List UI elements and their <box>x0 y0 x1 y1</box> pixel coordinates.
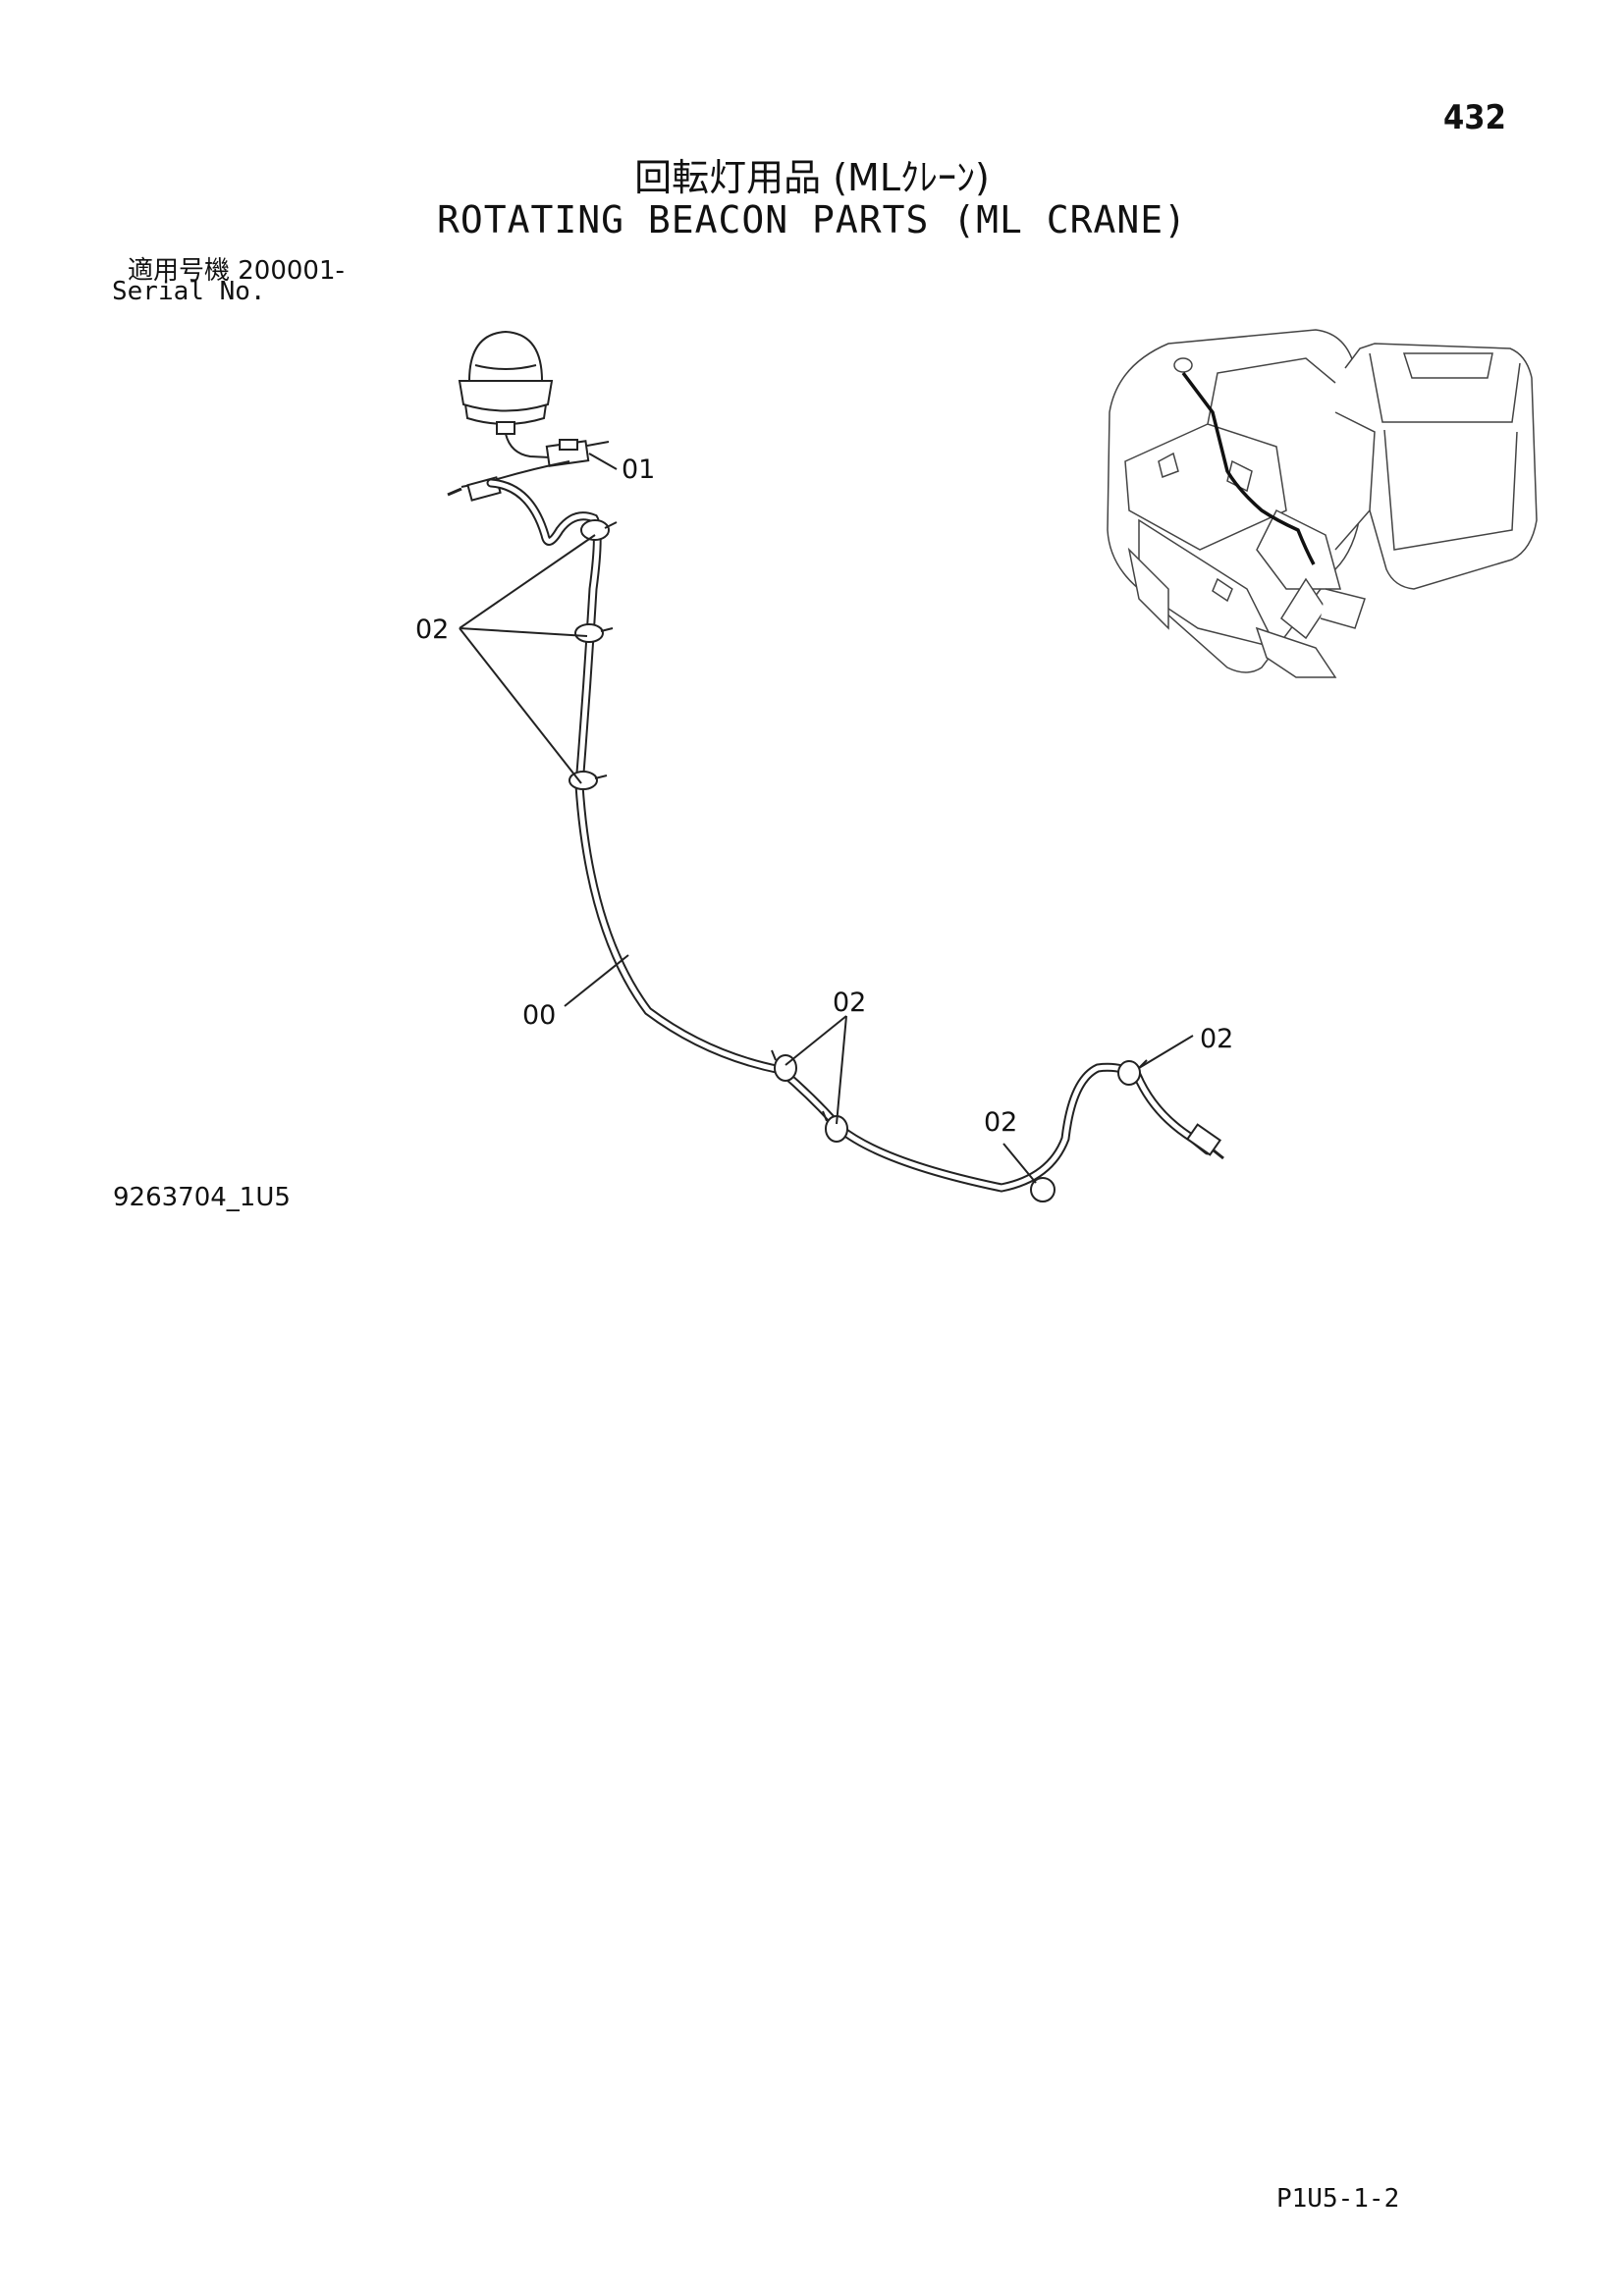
machine-location-thumbnail <box>1107 329 1538 678</box>
leader-lines <box>459 453 1194 1184</box>
callout-01: 01 <box>622 454 655 485</box>
connector-01 <box>447 439 610 502</box>
clamps-02 <box>568 519 1148 1202</box>
rotating-beacon-lamp <box>458 330 554 458</box>
drawing-number: 9263704_1U5 <box>113 1183 291 1212</box>
callout-02-right: 02 <box>1200 1024 1233 1054</box>
serial-number-label-japanese: 適用号機 200001- <box>128 256 345 286</box>
callout-02-bottom: 02 <box>984 1107 1017 1138</box>
page-number: 432 <box>1443 98 1506 137</box>
page-code: P1U5-1-2 <box>1276 2184 1400 2214</box>
callout-00: 00 <box>522 1000 556 1031</box>
page-title-english: ROTATING BEACON PARTS (ML CRANE) <box>436 198 1188 241</box>
callout-02-left: 02 <box>415 614 449 645</box>
serial-number-label-english: Serial No. <box>112 277 266 306</box>
page-title-japanese: 回転灯用品 (MLｸﾚｰﾝ) <box>634 156 990 199</box>
connector-end <box>1185 1123 1224 1160</box>
callout-02-middle: 02 <box>833 988 866 1018</box>
harness-00 <box>486 478 1213 1193</box>
